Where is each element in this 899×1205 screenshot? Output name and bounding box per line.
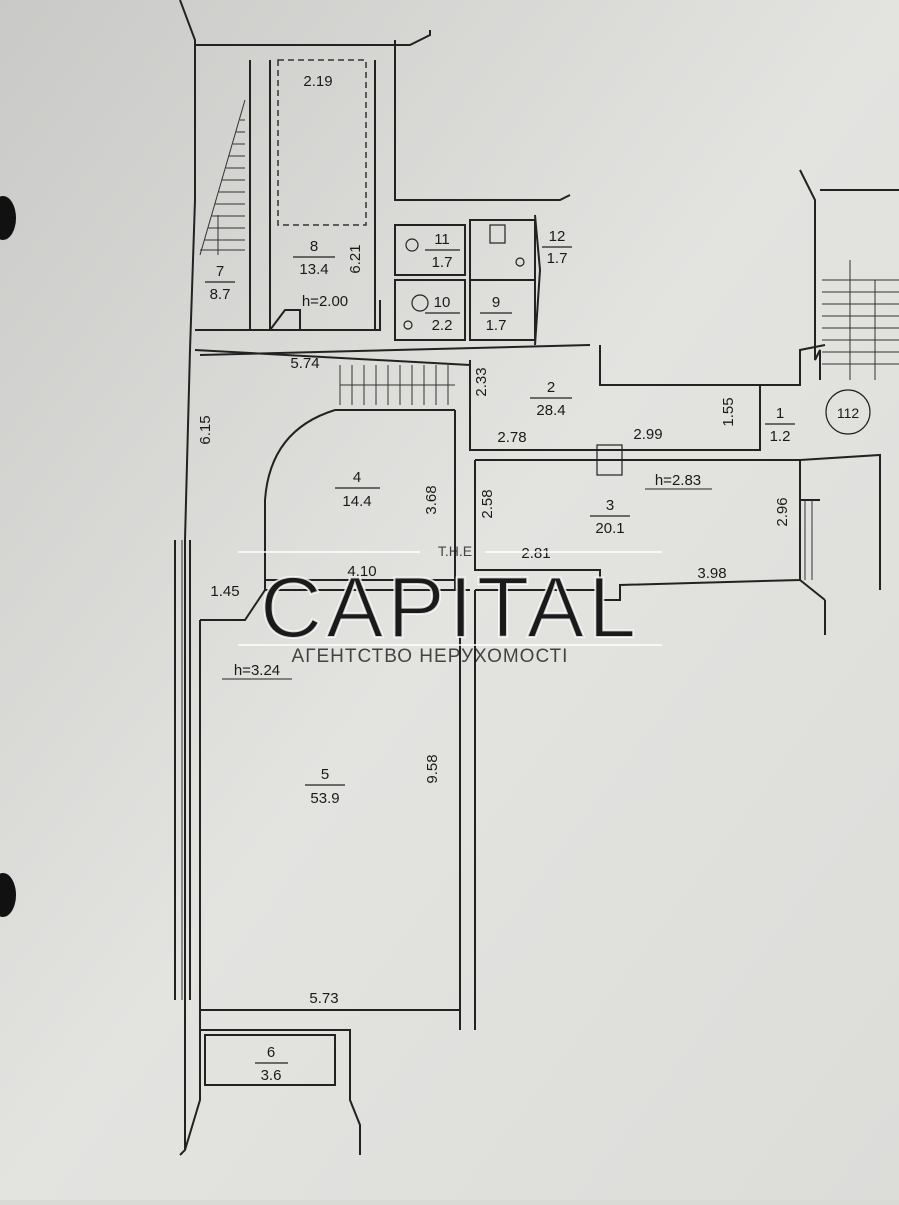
toilet-icon — [411, 294, 429, 312]
room-9-number: 9 — [492, 294, 500, 311]
floor-drain-icon — [515, 257, 525, 267]
height-room-3: h=2.83 — [655, 472, 701, 489]
stair-marker-label: 112 — [837, 405, 860, 421]
punch-hole-icon — [0, 196, 16, 240]
room-2-number: 2 — [547, 379, 555, 396]
room-1-number: 1 — [776, 405, 784, 422]
toilet-icon — [489, 224, 506, 244]
dim-2-78: 2.78 — [497, 429, 526, 446]
dim-3-68: 3.68 — [423, 485, 440, 514]
height-room-5: h=3.24 — [234, 662, 280, 679]
room-10-area: 2.2 — [432, 317, 453, 334]
room-3-number: 3 — [606, 497, 614, 514]
dim-1-45: 1.45 — [210, 583, 239, 600]
room-11-area: 1.7 — [432, 254, 453, 271]
dim-2-33: 2.33 — [473, 367, 490, 396]
dim-3-98: 3.98 — [697, 565, 726, 582]
walls — [174, 0, 899, 1156]
dim-4-10: 4.10 — [347, 563, 376, 580]
room-10-number: 10 — [434, 294, 451, 311]
room-4-number: 4 — [353, 469, 361, 486]
room-8-number: 8 — [310, 238, 318, 255]
room-7-area: 8.7 — [210, 286, 231, 303]
stairs — [181, 99, 899, 1000]
dim-5-74: 5.74 — [290, 355, 319, 372]
room-8-area: 13.4 — [299, 261, 328, 278]
sink-icon — [405, 238, 419, 252]
dim-2-58: 2.58 — [479, 489, 496, 518]
room-6-number: 6 — [267, 1044, 275, 1061]
dim-5-73: 5.73 — [309, 990, 338, 1007]
height-room-8: h=2.00 — [302, 293, 348, 310]
dim-2-96: 2.96 — [774, 497, 791, 526]
dim-1-55: 1.55 — [720, 397, 737, 426]
dim-2-81: 2.81 — [521, 545, 550, 562]
punch-hole-icon — [0, 873, 16, 917]
room-5-area: 53.9 — [310, 790, 339, 807]
room-5-number: 5 — [321, 766, 329, 783]
dim-9-58: 9.58 — [424, 754, 441, 783]
room-12-area: 1.7 — [547, 250, 568, 267]
dim-6-15: 6.15 — [197, 415, 214, 444]
room-12-number: 12 — [549, 228, 566, 245]
floor-drain-icon — [403, 320, 413, 330]
stair-marker-circle — [825, 389, 871, 435]
room-7-number: 7 — [216, 263, 224, 280]
room-4-area: 14.4 — [342, 493, 371, 510]
room-1-area: 1.2 — [770, 428, 791, 445]
column-icon — [596, 444, 623, 476]
room-6-area: 3.6 — [261, 1067, 282, 1084]
room-11-number: 11 — [434, 231, 450, 248]
room-9-area: 1.7 — [486, 317, 507, 334]
room-3-area: 20.1 — [595, 520, 624, 537]
room-2-area: 28.4 — [536, 402, 565, 419]
dim-2-19: 2.19 — [303, 73, 332, 90]
dashed-zone — [277, 59, 367, 226]
dim-2-99: 2.99 — [633, 426, 662, 443]
dim-6-21: 6.21 — [347, 244, 364, 273]
